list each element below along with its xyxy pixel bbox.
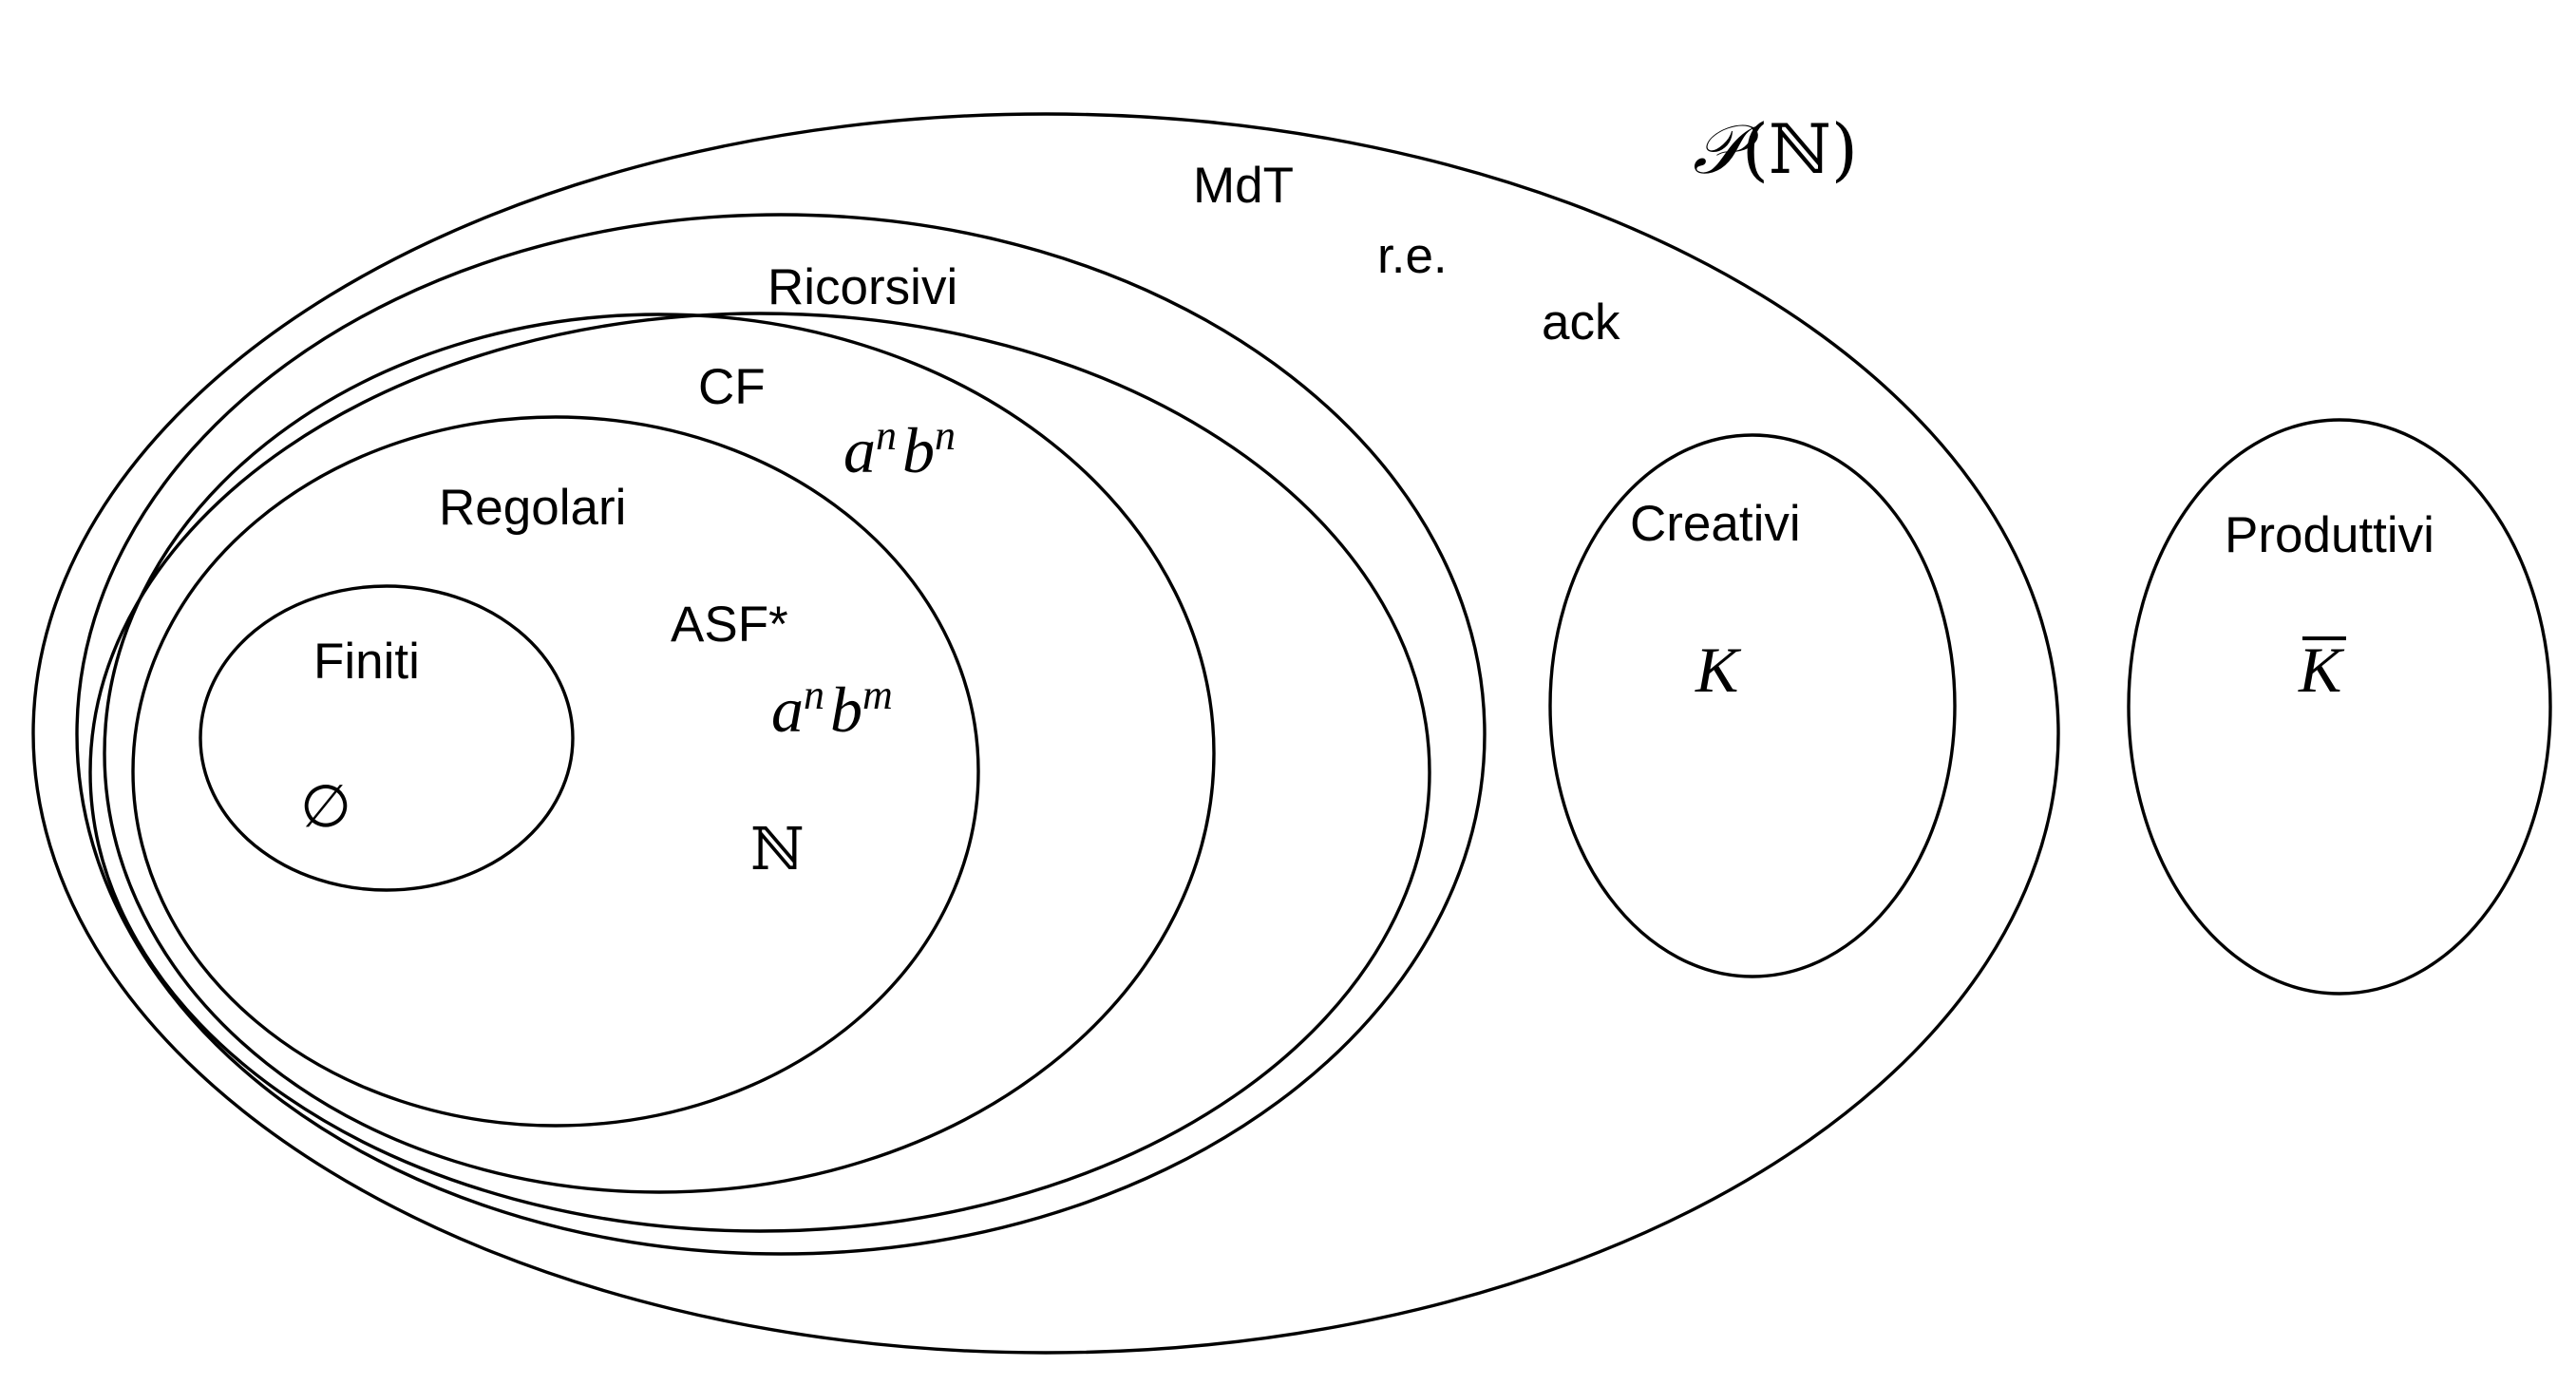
produttivi-set-outline <box>2127 418 2552 996</box>
asf-star-element: ASF* <box>671 597 788 653</box>
mdt-label: MdT <box>1193 158 1294 214</box>
regolari-set-outline <box>131 415 980 1128</box>
ack-element: ack <box>1542 294 1620 351</box>
anbm-element: anbm <box>771 672 893 746</box>
ricorsivi-label: Ricorsivi <box>767 259 957 315</box>
k-element: K <box>1695 634 1742 706</box>
re-label: r.e. <box>1377 228 1448 284</box>
produttivi-label: Produttivi <box>2225 507 2434 563</box>
powerset-label: 𝒫(ℕ) <box>1693 109 1858 189</box>
finiti-set-outline <box>199 584 575 892</box>
k-complement-element: K <box>2298 634 2345 706</box>
cf-label: CF <box>698 359 766 415</box>
re-set-outline <box>75 213 1487 1256</box>
finiti-label: Finiti <box>313 634 420 690</box>
empty-set-element: ∅ <box>300 771 351 841</box>
creativi-label: Creativi <box>1630 496 1801 552</box>
mdt-set-outline <box>31 112 2060 1355</box>
ricorsivi-set-outline <box>88 312 1431 1233</box>
creativi-set-outline <box>1548 433 1957 978</box>
naturals-element: ℕ <box>750 814 805 883</box>
regolari-label: Regolari <box>439 480 626 536</box>
anbn-element: anbn <box>843 412 956 486</box>
cf-set-outline <box>103 313 1216 1194</box>
